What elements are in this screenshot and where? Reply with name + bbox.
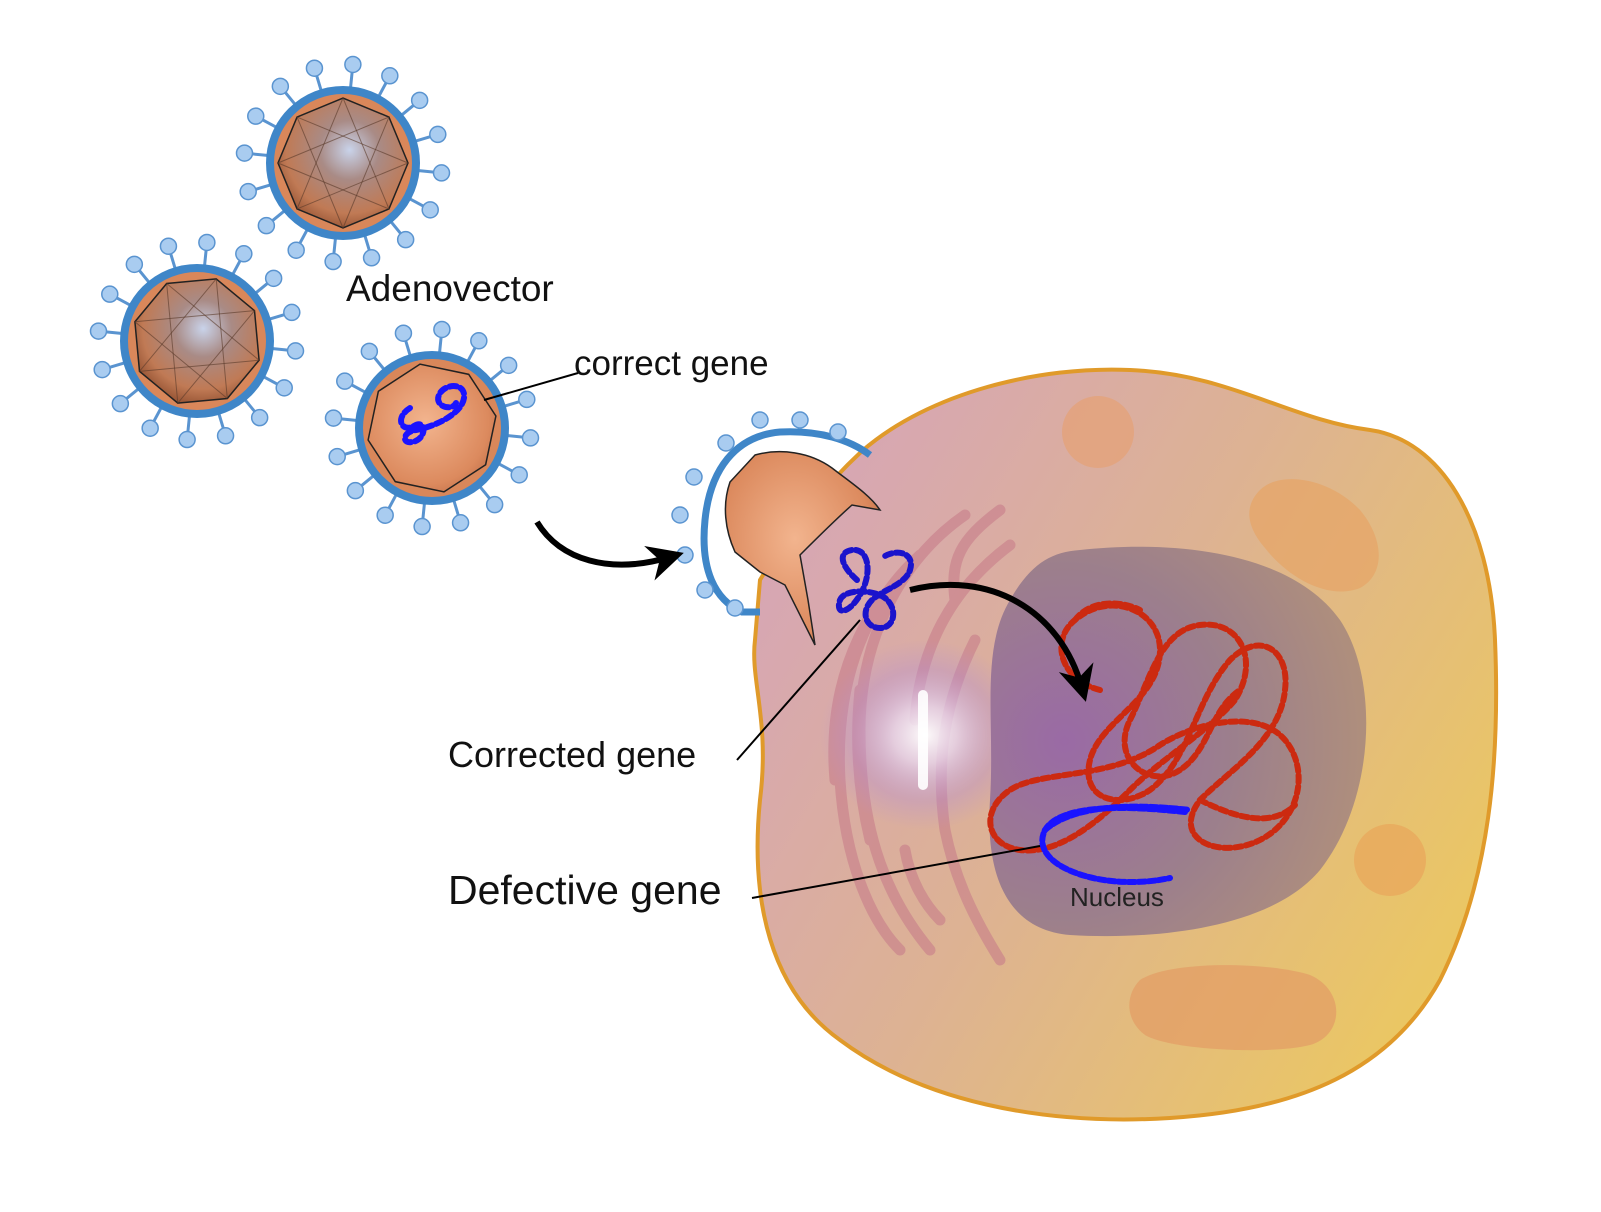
adenovirus-particle-icon <box>89 233 305 449</box>
nucleus <box>989 546 1367 937</box>
nucleus-label: Nucleus <box>1070 882 1164 912</box>
leader-corrected-gene <box>736 619 861 761</box>
corrected-gene-label: Corrected gene <box>448 734 697 775</box>
corrected-gene-dna <box>835 547 914 632</box>
adenovirus-particle-icon <box>235 55 451 271</box>
correct-gene-label: correct gene <box>574 344 769 383</box>
defective-gene-dna-upper <box>1042 803 1193 833</box>
leader-correct-gene <box>483 372 579 401</box>
adenovirus-group <box>89 55 540 536</box>
adenovirus-particle-icon <box>324 320 540 536</box>
vesicle <box>1354 824 1426 896</box>
entry-arrow-icon <box>534 520 684 581</box>
leader-defective-gene <box>751 845 1041 899</box>
vesicle <box>1062 396 1134 468</box>
viral-envelope-fused <box>700 428 873 616</box>
defective-gene-label: Defective gene <box>448 867 722 913</box>
mitochondrion <box>1249 479 1379 592</box>
adenovector-label: Adenovector <box>346 268 554 309</box>
broken-capsid <box>724 450 882 646</box>
adenovirus-fusing <box>671 411 882 646</box>
mitochondrion <box>1129 965 1337 1051</box>
host-dna <box>987 600 1302 854</box>
nucleus-arrow-icon <box>909 581 1094 702</box>
golgi-highlight <box>918 690 928 790</box>
